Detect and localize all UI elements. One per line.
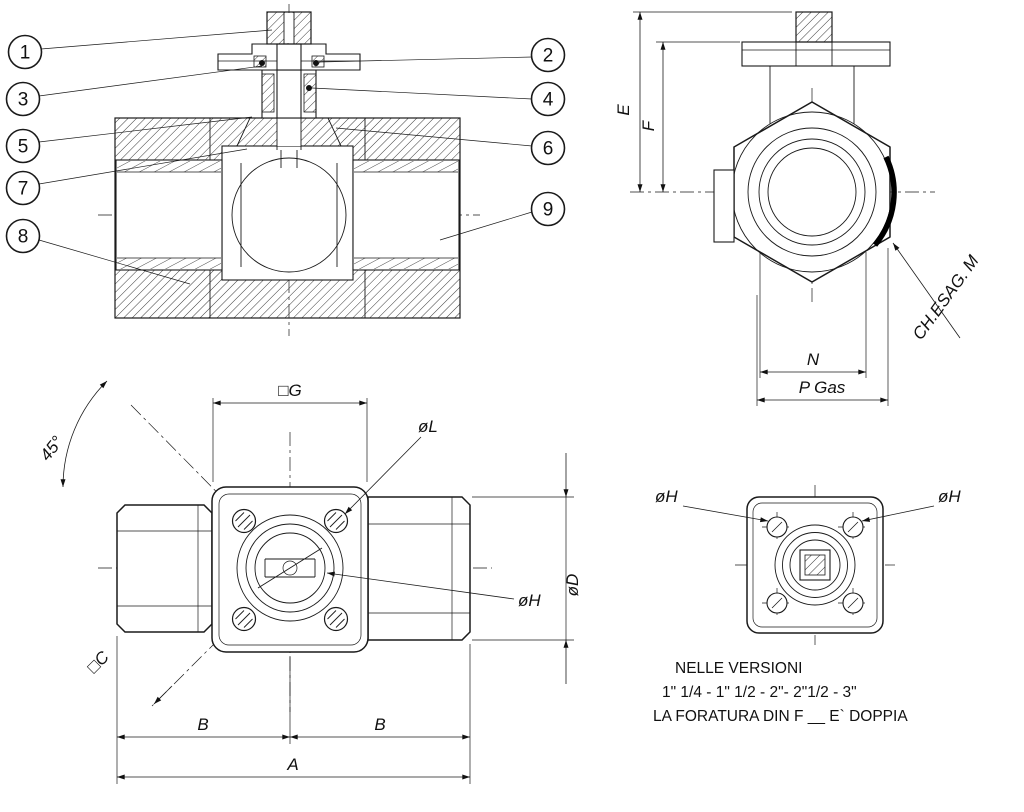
dim-m: CH.ESAG. M [892,242,983,343]
dim-p-gas-label: P Gas [799,378,846,397]
dim-h-left-label: øH [655,487,678,506]
stem-top [795,11,833,43]
right-thread-top [354,161,458,172]
callout-4-number: 4 [543,90,554,111]
seal-left [259,60,265,66]
dim-ch-esag-label: CH.ESAG. [909,266,972,343]
hex-body [733,101,891,283]
dim-a-label: A [286,755,298,774]
note-line-1: NELLE VERSIONI [675,660,803,677]
dim-b-left-label: B [197,715,208,734]
note-line-3: LA FORATURA DIN F __ E` DOPPIA [653,708,908,725]
callout-1-number: 1 [20,43,31,64]
ball-chamber [221,145,354,281]
top-flange [741,41,891,67]
callout-3: 3 [5,65,263,117]
callout-5-number: 5 [18,137,29,158]
dim-b-a: B B A [116,636,471,784]
packing-left [261,73,275,113]
left-thread-top [117,161,221,172]
note-block: NELLE VERSIONI 1" 1/4 - 1" 1/2 - 2"- 2"1… [653,660,908,725]
dim-e: E [614,11,792,192]
front-view: E F N P Gas CH.ESAG. M [614,11,983,406]
dim-b-right-label: B [374,715,385,734]
callout-5: 5 [5,116,253,164]
right-thread-bottom [354,258,458,269]
dim-g: □G [212,381,368,482]
right-port [352,159,460,271]
dim-f-label: F [639,119,658,131]
flange-boss-inner [789,539,841,591]
right-body-end [367,496,471,641]
seal-arc [872,155,897,247]
flange-outline-inner [752,502,878,628]
callout-9-number: 9 [543,200,554,221]
callouts: 1 3 5 7 8 2 4 [5,29,566,285]
cross-section-view [98,4,480,336]
body-circle-mid [747,127,877,257]
dim-e-label: E [614,104,633,116]
callout-6-number: 6 [543,139,554,160]
stem-square-hatch [804,554,826,576]
note-line-2: 1" 1/4 - 1" 1/2 - 2"- 2"1/2 - 3" [662,684,857,701]
dim-h-right-label: øH [938,487,961,506]
callout-8: 8 [5,218,191,285]
callout-4: 4 [311,81,566,117]
stem-slot-indicator [257,547,323,589]
dim-d-label: øD [563,574,582,597]
ball [231,157,347,273]
flange-boss-mid [782,532,848,598]
bolt-hole-bottom-right [323,606,349,632]
stem-seal [306,85,312,91]
callout-1: 1 [7,29,273,70]
left-port [115,159,223,271]
bolt-hole-bottom-left [231,606,257,632]
stem [276,69,302,119]
port-circle [758,138,866,246]
seal-right [313,60,319,66]
callout-7: 7 [5,148,248,206]
packing-right [303,73,317,113]
dim-angle: 45° [36,380,108,488]
dim-l-label: øL [418,417,438,436]
left-thread-bottom [117,258,221,269]
flange-square-inner [218,493,362,646]
bolt-hole-top-left [231,508,257,534]
dim-g-label: □G [278,381,302,400]
flange-detail-view: øH øH [655,485,961,645]
dim-l: øL [344,417,438,515]
dim-h: øH [326,571,541,610]
callout-7-number: 7 [18,179,29,200]
dim-c: □C [83,647,173,705]
callout-2-number: 2 [543,46,554,67]
callout-9: 9 [439,191,566,241]
callout-2: 2 [318,37,566,73]
dim-h-left: øH [655,487,769,523]
dim-h-right: øH [861,487,961,522]
flange-boss-outer [774,524,856,606]
dim-n-label: N [807,350,820,369]
dim-n: N [759,252,867,378]
boss-circle-inner [254,532,326,604]
side-tab [713,169,735,243]
bore-circle [767,147,857,237]
bolt-hole-top-right [323,508,349,534]
dim-angle-label: 45° [36,432,67,464]
top-view: □G øL 45° øD øH □C [36,380,582,784]
dim-p-gas: P Gas [756,248,889,406]
dim-h-label: øH [518,591,541,610]
dim-c-label: □C [83,647,113,677]
callout-6: 6 [335,127,566,166]
dim-f: F [639,41,740,192]
boss-circle-outer [236,514,344,622]
callout-3-number: 3 [18,90,29,111]
callout-8-number: 8 [18,227,29,248]
dim-d: øD [472,453,582,684]
stem-center [282,560,298,576]
boss-circle-mid [245,523,335,613]
